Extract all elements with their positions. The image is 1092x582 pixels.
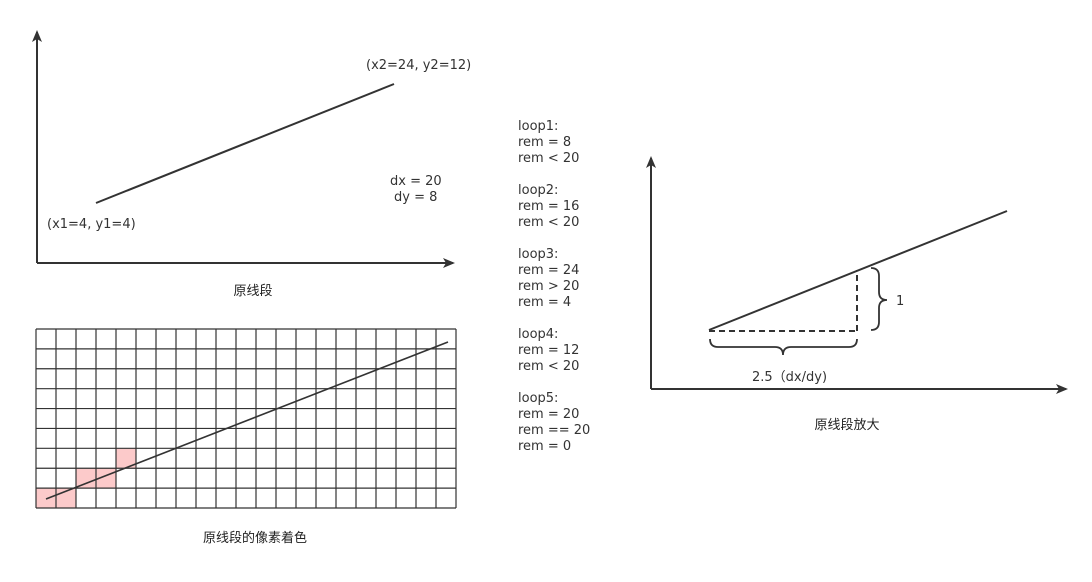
loop-title: loop5: [518,391,559,406]
loop-line: rem < 20 [518,215,580,230]
loop-title: loop4: [518,327,559,342]
filled-pixel [116,448,136,469]
pixel-caption: 原线段的像素着色 [203,530,307,546]
filled-pixel [76,468,96,489]
loop-title: loop2: [518,183,559,198]
loop-line: rem < 20 [518,359,580,374]
grid-segment-line [45,341,449,500]
loop-line: rem = 24 [518,263,580,278]
zoomed-caption: 原线段放大 [814,418,879,433]
pixel-grid-panel: 原线段的像素着色 [35,328,457,546]
loop-line: rem = 16 [518,199,580,214]
zoomed-segment-panel: 1 2.5（dx/dy) 原线段放大 [646,156,1068,433]
rise-brace [870,267,888,331]
loop-line: rem = 0 [518,439,572,454]
dx-label: dx = 20 [390,174,442,189]
loop-line: rem = 12 [518,343,580,358]
loop-line: rem == 20 [518,423,591,438]
filled-pixel [36,488,56,508]
loop-line: rem > 20 [518,279,580,294]
loop-line: rem = 20 [518,407,580,422]
loop-title: loop1: [518,119,559,134]
loop-line: rem < 20 [518,151,580,166]
pixel-grid [35,328,457,509]
rise-label: 1 [896,294,904,309]
run-brace [709,338,858,356]
original-caption: 原线段 [233,284,272,299]
loop-line: rem = 4 [518,295,572,310]
loop-line: rem = 8 [518,135,572,150]
endpoint-2-label: (x2=24, y2=12) [366,58,471,73]
endpoint-1-label: (x1=4, y1=4) [47,217,136,232]
filled-pixels [36,448,136,508]
segment-line [95,83,395,204]
run-label: 2.5（dx/dy) [752,370,827,385]
dy-label: dy = 8 [394,190,437,205]
loop-title: loop3: [518,247,559,262]
original-segment-panel: (x1=4, y1=4) (x2=24, y2=12) dx = 20 dy =… [32,30,471,299]
